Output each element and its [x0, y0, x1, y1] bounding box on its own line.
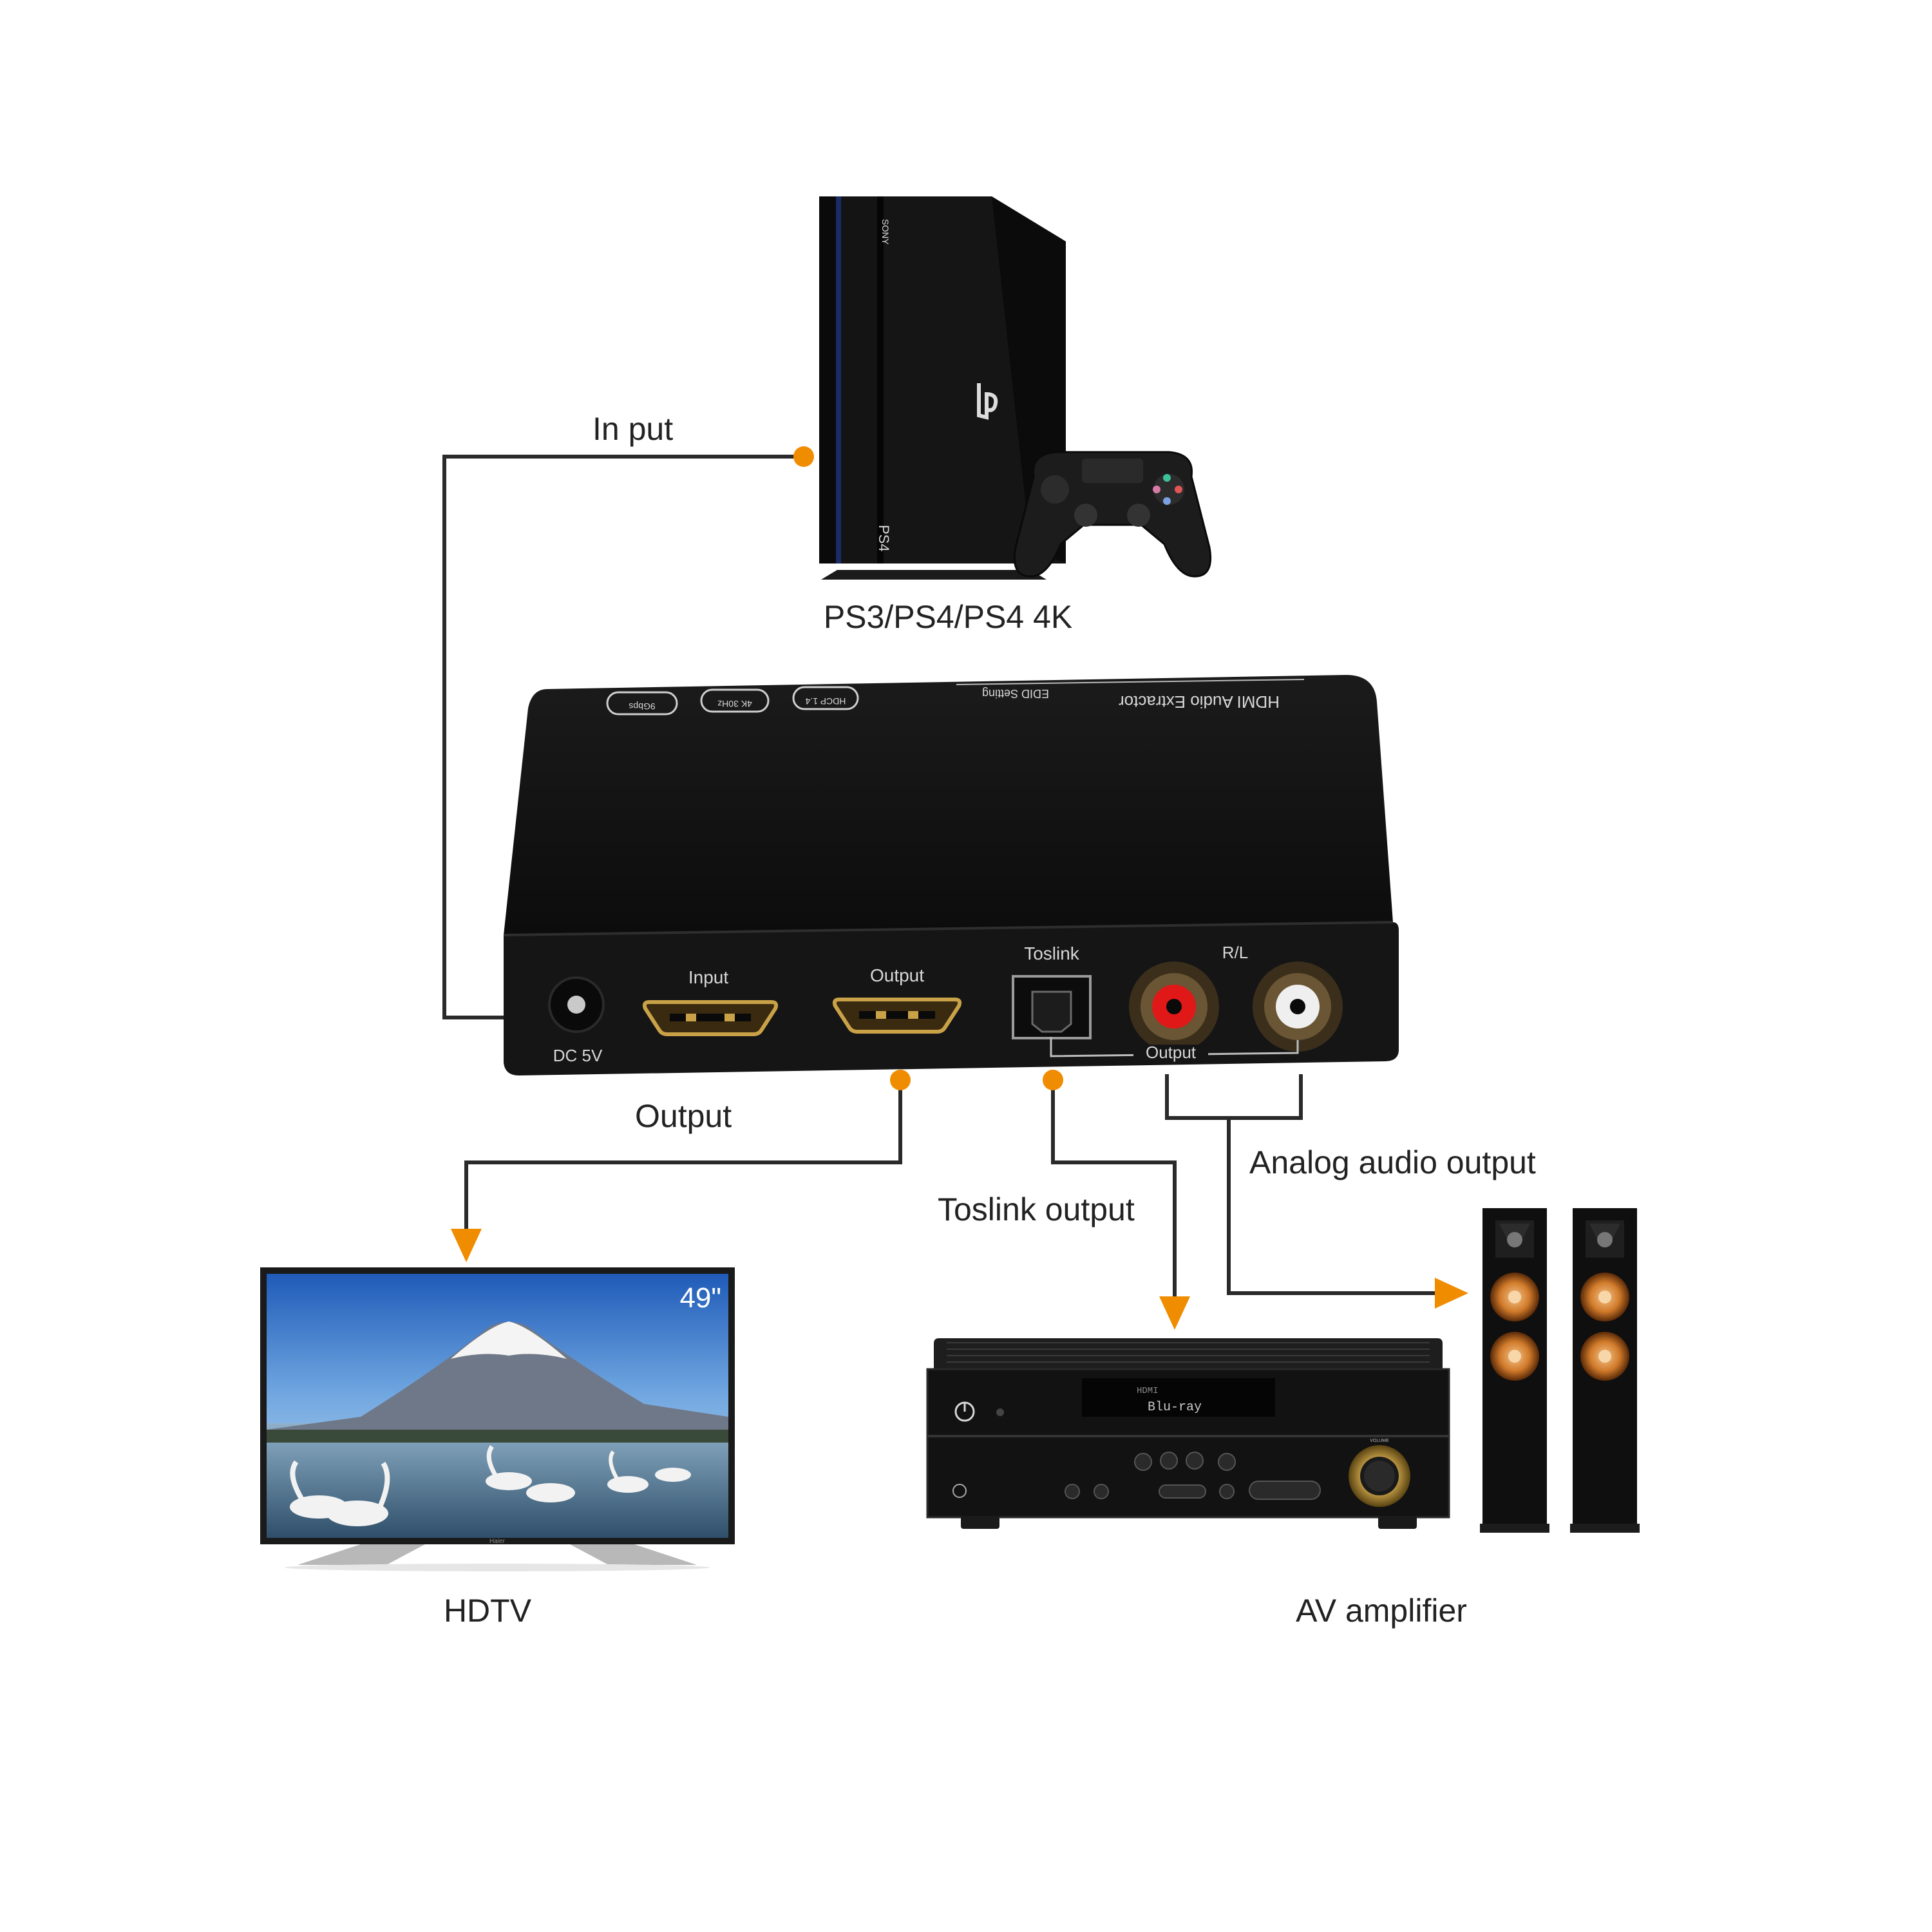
badge-hdcp: HDCP 1.4	[792, 686, 859, 710]
controller-left-stick-icon	[1074, 504, 1097, 527]
extractor-title: HDMI Audio Extractor	[1119, 692, 1280, 712]
hdtv: 49" Haier	[260, 1267, 735, 1571]
tv-size-label: 49"	[679, 1282, 721, 1314]
speaker-horn-icon	[1586, 1220, 1624, 1258]
toslink-output-caption: Toslink output	[938, 1191, 1135, 1227]
controller-right-stick-icon	[1127, 504, 1150, 527]
toslink-port-label: Toslink	[1024, 943, 1080, 963]
amp-foot-left	[961, 1516, 999, 1529]
av-amplifier: HDMI Blu-ray VOLUME	[926, 1338, 1450, 1529]
tv-brand-label: Haier	[489, 1538, 506, 1545]
analog-cable-line	[1227, 1118, 1443, 1295]
badge-4k: 4K 30Hz	[700, 688, 770, 713]
badge-9gbps: 9Gbps	[606, 691, 678, 715]
hdmi-audio-extractor: HDMI Audio Extractor EDID Setting HDCP 1…	[503, 675, 1399, 1075]
hdmi-output-port: Output	[832, 965, 962, 1034]
speaker-horn-icon	[1495, 1220, 1534, 1258]
hdmi-output-connector-dot	[890, 1070, 911, 1090]
amp-display-source: Blu-ray	[1148, 1400, 1202, 1415]
hdmi-output-connection	[451, 1070, 911, 1262]
input-line-caption: In put	[592, 411, 673, 447]
hdmi-input-label: Input	[688, 967, 728, 987]
badge-hdcp-label: HDCP 1.4	[805, 696, 846, 706]
toslink-port: Toslink	[1012, 943, 1092, 1039]
badge-4k-label: 4K 30Hz	[717, 699, 752, 709]
rca-output-label: Output	[1146, 1043, 1197, 1062]
rca-rl-label: R/L	[1222, 943, 1248, 962]
amp-foot-right	[1378, 1516, 1417, 1529]
ps4-side-brand: SONY	[880, 219, 891, 245]
speaker-right	[1570, 1208, 1640, 1533]
speaker-left	[1480, 1208, 1549, 1533]
source-caption: PS3/PS4/PS4 4K	[824, 599, 1072, 635]
tv-stand	[298, 1544, 425, 1565]
rca-jacks: R/L Output	[1050, 943, 1343, 1062]
hdmi-output-caption: Output	[635, 1098, 732, 1134]
amplifier-caption: AV amplifier	[1296, 1593, 1467, 1629]
analog-split-line	[1165, 1074, 1303, 1120]
extractor-subtitle: EDID Setting	[982, 687, 1049, 700]
ps4-side-model: PS4	[876, 525, 892, 552]
controller-dpad-icon	[1041, 475, 1069, 504]
controller-buttons-icon	[1153, 474, 1184, 505]
toslink-connector-dot	[1043, 1070, 1063, 1090]
swan-icon	[290, 1444, 691, 1526]
amp-display-hdmi: HDMI	[1137, 1386, 1159, 1396]
analog-connection	[1165, 1074, 1468, 1309]
amp-volume-knob: VOLUME	[1349, 1439, 1410, 1507]
playstation-logo-icon	[977, 383, 998, 420]
toslink-cable-line	[1051, 1080, 1177, 1301]
hdmi-output-arrow	[451, 1229, 482, 1262]
tv-caption: HDTV	[444, 1593, 532, 1629]
toslink-arrow	[1159, 1296, 1190, 1330]
amp-knob-label: VOLUME	[1370, 1439, 1389, 1443]
hdmi-output-cable-line	[464, 1080, 902, 1233]
hdmi-input-port: Input	[642, 967, 779, 1036]
toslink-connection	[1043, 1070, 1190, 1330]
dc-power-port: DC 5V	[548, 976, 605, 1065]
analog-arrow	[1435, 1278, 1468, 1309]
analog-output-caption: Analog audio output	[1249, 1144, 1536, 1180]
input-connector-dot	[793, 446, 814, 467]
ps4-controller	[1013, 451, 1212, 578]
badge-9gbps-label: 9Gbps	[629, 701, 655, 712]
hdmi-output-label: Output	[870, 965, 924, 985]
dc-power-label: DC 5V	[553, 1046, 603, 1065]
